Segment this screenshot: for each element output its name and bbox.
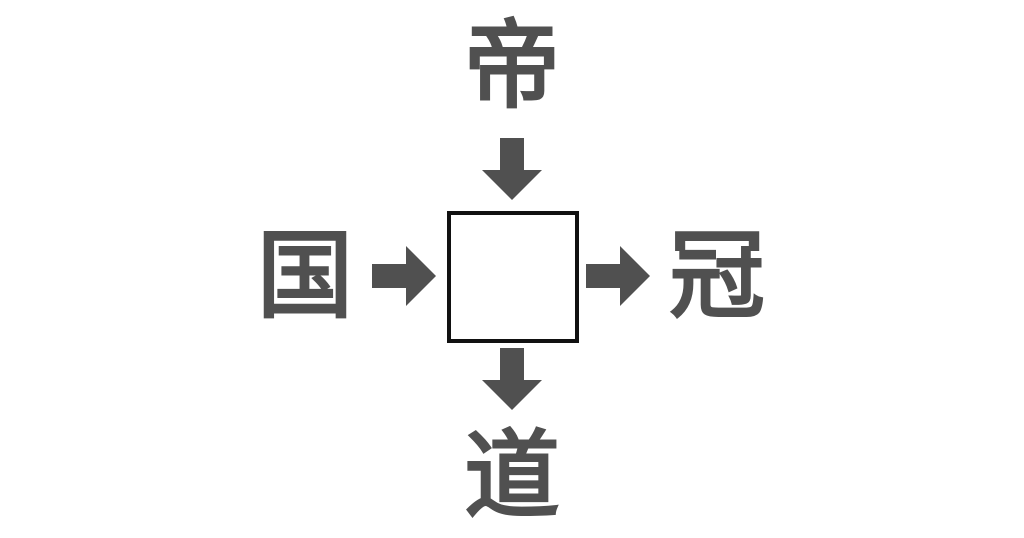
kanji-bottom: 道 (464, 420, 560, 532)
arrow-down-icon (482, 348, 542, 410)
arrow-right-icon (586, 246, 650, 306)
kanji-right: 冠 (669, 220, 765, 332)
kanji-left: 国 (257, 220, 353, 332)
arrow-down-icon (482, 138, 542, 200)
answer-box[interactable] (447, 211, 579, 343)
arrow-right-icon (372, 246, 436, 306)
kanji-top: 帝 (464, 10, 560, 122)
